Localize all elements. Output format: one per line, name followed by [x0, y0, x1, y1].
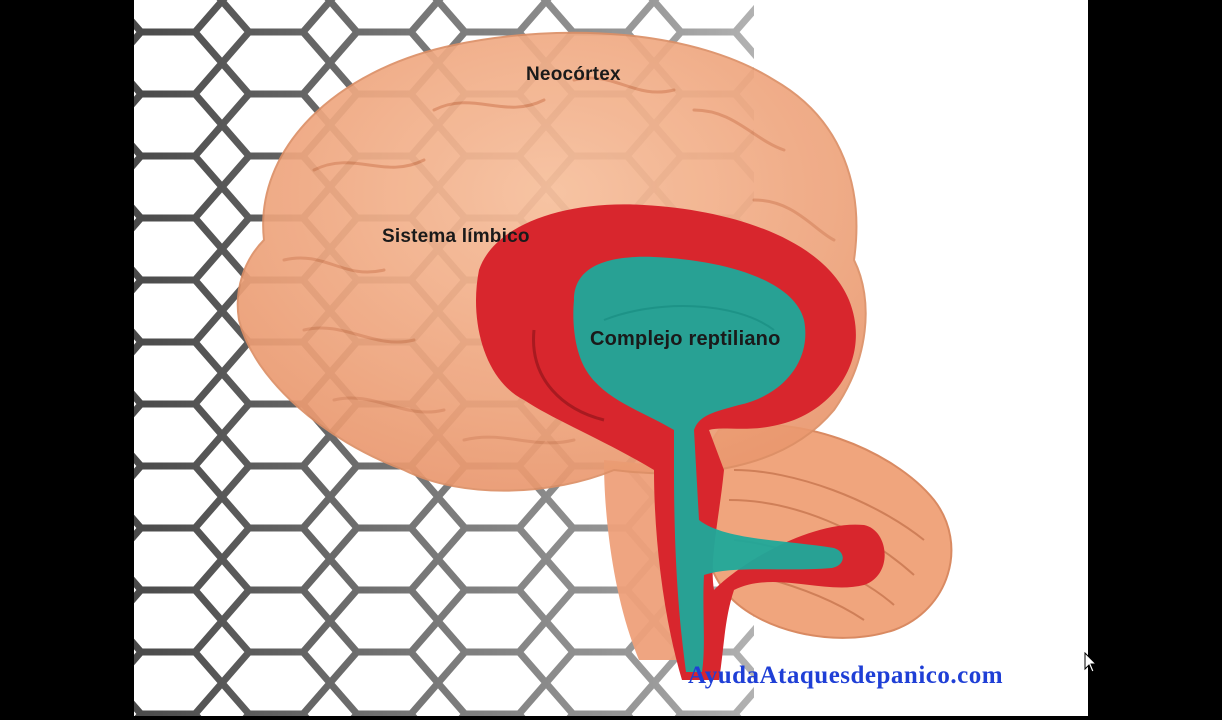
limbic-system-label: Sistema límbico	[382, 226, 530, 247]
reptilian-complex-label: Complejo reptiliano	[590, 328, 781, 350]
neocortex-label: Neocórtex	[526, 64, 621, 85]
reptilian-complex	[573, 256, 843, 672]
mouse-cursor-icon	[1084, 652, 1098, 673]
brain-illustration	[134, 0, 953, 716]
brain-diagram: Neocórtex Sistema límbico Complejo repti…	[134, 0, 1088, 716]
website-watermark: AyudaAtaquesdepanico.com	[688, 662, 1004, 689]
